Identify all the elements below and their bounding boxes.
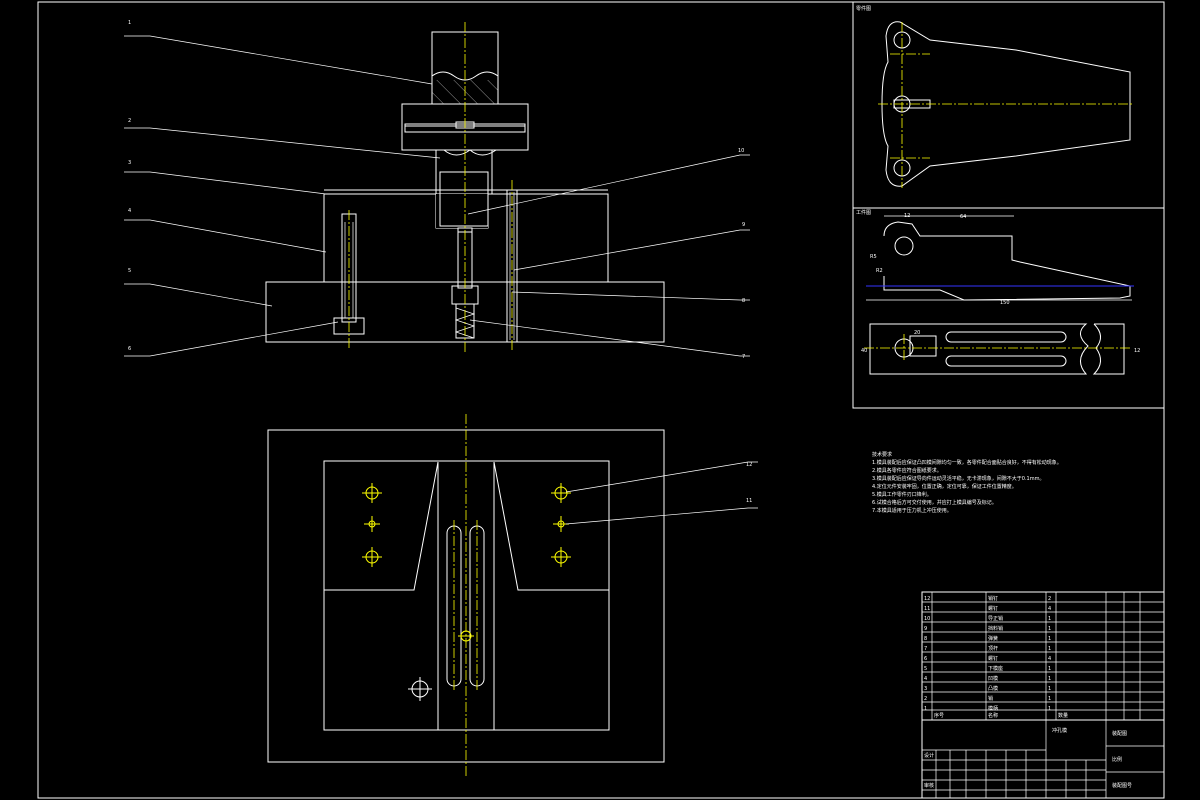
part-no: 5 <box>924 666 927 672</box>
svg-text:3.模具装配后应保证导向件运动灵活平稳，无卡滞现象，间隙不大: 3.模具装配后应保证导向件运动灵活平稳，无卡滞现象，间隙不大于0.1mm。 <box>872 475 1044 482</box>
dim-r5: R5 <box>870 254 877 260</box>
part-view-label: 零件图 <box>856 5 871 12</box>
title-drawn: 设计 <box>924 752 934 759</box>
part-qty: 4 <box>1048 606 1051 612</box>
part-qty: 1 <box>1048 696 1051 702</box>
balloon-7: 7 <box>742 354 745 360</box>
balloon-10: 10 <box>738 148 744 154</box>
part-name: 螺钉 <box>988 655 998 662</box>
part-qty: 1 <box>1048 676 1051 682</box>
balloon-1: 1 <box>128 20 131 26</box>
title-school: 装配图 <box>1112 730 1127 737</box>
part-qty: 1 <box>1048 706 1051 712</box>
part-qty: 1 <box>1048 666 1051 672</box>
svg-text:2.模具各零件应符合图纸要求。: 2.模具各零件应符合图纸要求。 <box>872 467 942 474</box>
balloon-11: 11 <box>746 498 752 504</box>
svg-text:序号: 序号 <box>934 712 944 719</box>
part-qty: 1 <box>1048 686 1051 692</box>
svg-text:5.模具工作零件刃口锋利。: 5.模具工作零件刃口锋利。 <box>872 491 932 498</box>
part-qty: 1 <box>1048 646 1051 652</box>
part-qty: 2 <box>1048 596 1051 602</box>
balloon-5: 5 <box>128 268 131 274</box>
part-no: 11 <box>924 606 930 612</box>
product-view-bottom: 工件图 12 64 R5 R2 150 40 20 12 <box>852 207 1165 409</box>
balloon-2: 2 <box>128 118 131 124</box>
dim-150: 150 <box>1000 300 1010 306</box>
part-name: 模柄 <box>988 705 998 712</box>
part-name: 螺钉 <box>988 605 998 612</box>
balloon-12: 12 <box>746 462 752 468</box>
part-name: 导正销 <box>988 615 1003 622</box>
part-no: 2 <box>924 696 927 702</box>
balloon-6: 6 <box>128 346 131 352</box>
dim-20: 20 <box>914 330 920 336</box>
part-name: 下模座 <box>988 665 1003 672</box>
part-no: 7 <box>924 646 927 652</box>
svg-text:1.模具装配后应保证凸凹模间隙均匀一致，各零件配合面贴合良好: 1.模具装配后应保证凸凹模间隙均匀一致，各零件配合面贴合良好，不得有松动现象。 <box>872 459 1062 466</box>
dim-r2: R2 <box>876 268 883 274</box>
part-no: 6 <box>924 656 927 662</box>
part-no: 3 <box>924 686 927 692</box>
product-view-top: 零件图 <box>852 1 1165 209</box>
part-name: 弹簧 <box>988 635 998 642</box>
part-name: 销 <box>988 695 993 702</box>
part-name: 销钉 <box>988 595 998 602</box>
dim-64: 64 <box>960 214 966 220</box>
svg-text:7.本模具适用于压力机上冲压使用。: 7.本模具适用于压力机上冲压使用。 <box>872 507 952 514</box>
svg-text:数量: 数量 <box>1058 712 1068 719</box>
title-checked: 审核 <box>924 782 934 789</box>
svg-text:名称: 名称 <box>988 712 998 719</box>
section-view: 1 2 3 4 5 6 10 9 8 7 <box>124 20 750 360</box>
tech-requirements: 技术要求 1.模具装配后应保证凸凹模间隙均匀一致，各零件配合面贴合良好，不得有松… <box>872 451 1062 514</box>
svg-text:技术要求: 技术要求 <box>872 451 892 458</box>
balloon-3: 3 <box>128 160 131 166</box>
dim-12: 12 <box>904 213 910 219</box>
balloon-4: 4 <box>128 208 131 214</box>
title-company: 装配图号 <box>1112 782 1132 789</box>
part-no: 1 <box>924 706 927 712</box>
part-no: 4 <box>924 676 927 682</box>
part-qty: 1 <box>1048 616 1051 622</box>
part-name: 凹模 <box>988 675 998 682</box>
part-name: 顶杆 <box>988 645 998 652</box>
part-qty: 1 <box>1048 626 1051 632</box>
part-no: 9 <box>924 626 927 632</box>
part-no: 8 <box>924 636 927 642</box>
part-qty: 1 <box>1048 636 1051 642</box>
dim-40: 40 <box>861 348 867 354</box>
dim-12b: 12 <box>1134 348 1140 354</box>
balloon-9: 9 <box>742 222 745 228</box>
part-no: 10 <box>924 616 930 622</box>
part-name: 凸模 <box>988 685 998 692</box>
part-qty: 4 <box>1048 656 1051 662</box>
balloon-8: 8 <box>742 298 745 304</box>
part-no: 12 <box>924 596 930 602</box>
workpiece-view-label: 工件图 <box>856 209 871 216</box>
part-name: 挡料销 <box>988 625 1003 632</box>
svg-text:4.定位元件安装牢固，位置正确，定位可靠，保证工件位置精度。: 4.定位元件安装牢固，位置正确，定位可靠，保证工件位置精度。 <box>872 483 1017 490</box>
svg-text:6.试模合格后方可交付使用，并应打上模具编号及标记。: 6.试模合格后方可交付使用，并应打上模具编号及标记。 <box>872 499 997 506</box>
title-drawing-name: 冲孔模 <box>1052 727 1067 734</box>
title-sheet: 比例 <box>1112 756 1122 763</box>
plan-view: 12 11 <box>267 414 758 776</box>
